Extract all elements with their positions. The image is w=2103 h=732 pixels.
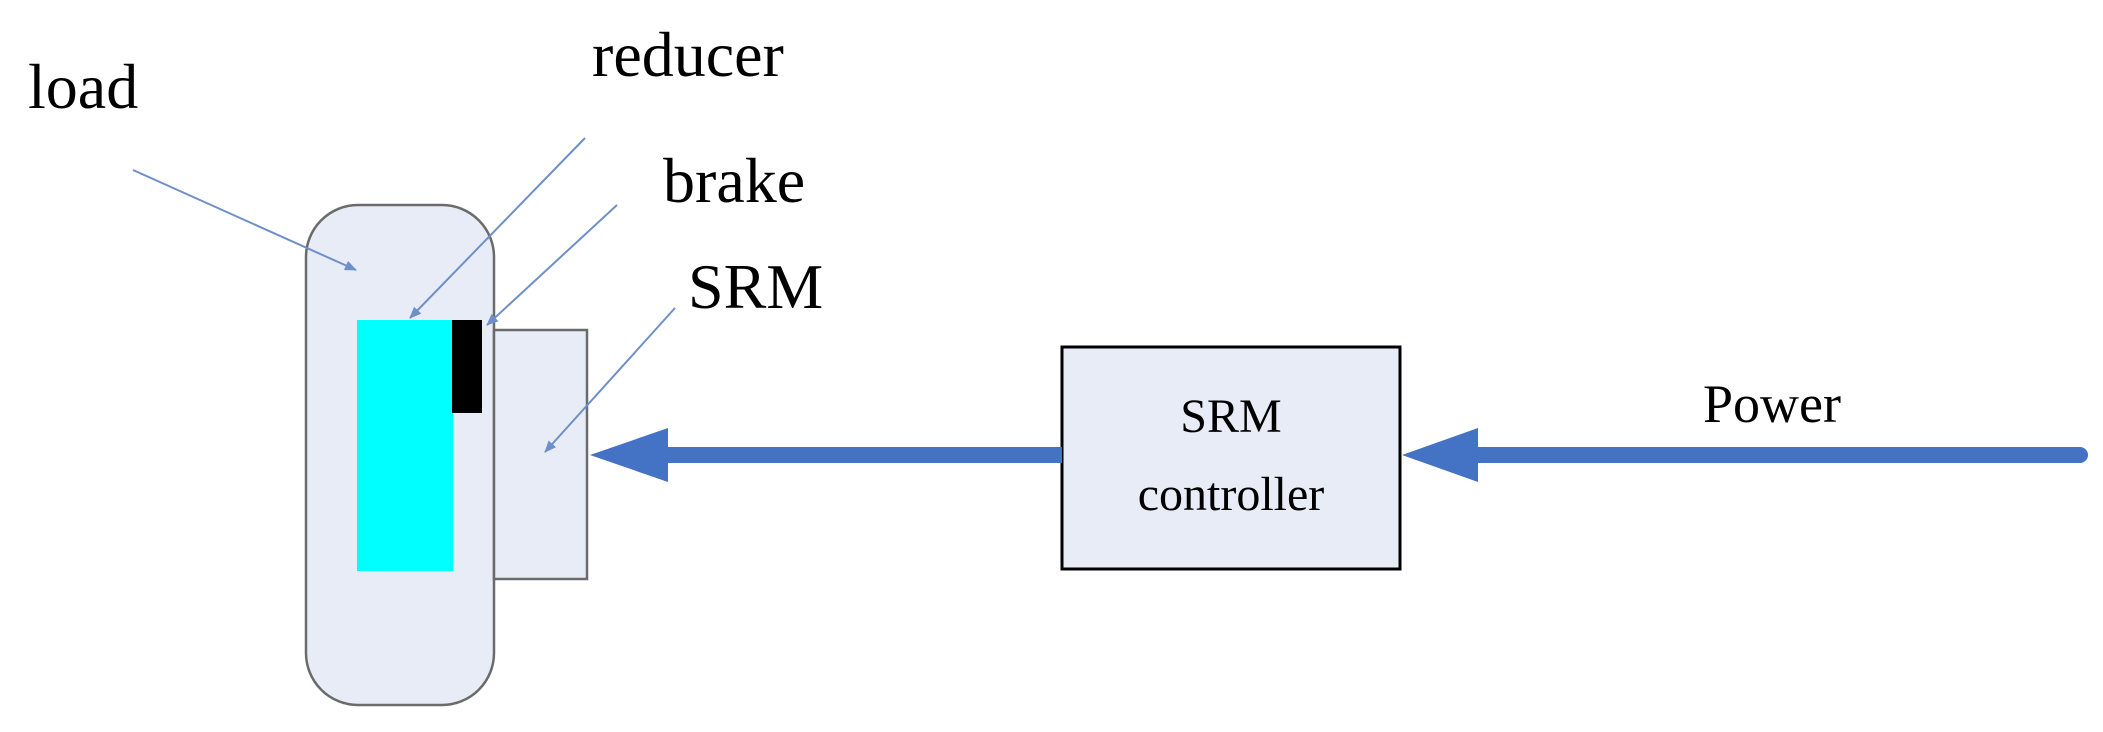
label-power: Power xyxy=(1703,374,1841,434)
power-arrow-head xyxy=(1402,428,1478,482)
label-reducer: reducer xyxy=(592,19,784,90)
brake-block xyxy=(452,320,482,413)
srm-controller-box xyxy=(1060,345,1402,571)
controller-label-line1: SRM xyxy=(1180,390,1281,443)
label-brake: brake xyxy=(663,145,805,216)
reducer-leader-line xyxy=(409,137,586,319)
reducer-block xyxy=(357,320,453,571)
load-leader-line xyxy=(132,169,357,271)
label-srm: SRM xyxy=(688,251,823,322)
brake-leader-line xyxy=(486,204,618,326)
controller-label-line2: controller xyxy=(1138,468,1325,521)
label-load: load xyxy=(28,51,138,122)
srm-leader-line xyxy=(544,307,676,453)
srm-motor-block xyxy=(492,328,589,581)
controller-to-srm-arrow-head xyxy=(590,428,668,482)
